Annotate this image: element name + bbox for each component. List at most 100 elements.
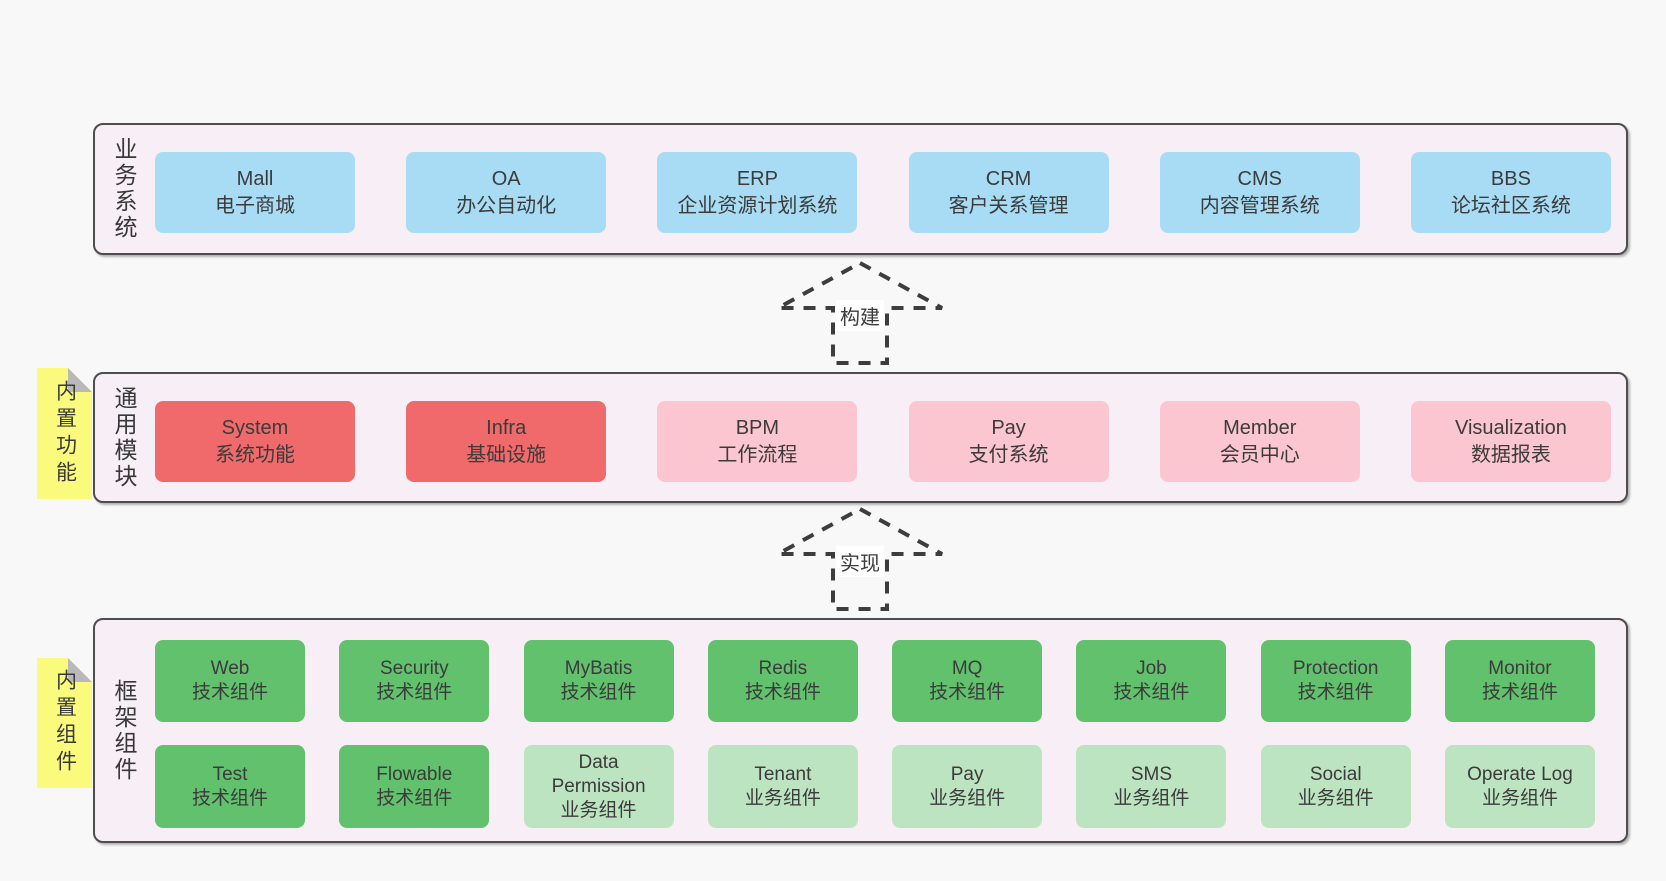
box-subtitle: 业务组件 bbox=[1481, 787, 1558, 809]
sticky-note-built-in-components: 内置组件 bbox=[37, 658, 92, 788]
box-subtitle: 技术组件 bbox=[744, 682, 821, 703]
box-subtitle: 技术组件 bbox=[1113, 682, 1190, 703]
sticky-note-built-in-features: 内置功能 bbox=[37, 368, 92, 499]
box-title: System bbox=[221, 416, 289, 439]
arrow-label: 构建 bbox=[836, 300, 884, 331]
box-title: BBS bbox=[1490, 167, 1531, 190]
box-title: Mall bbox=[236, 167, 274, 190]
box-subtitle: 业务组件 bbox=[744, 787, 821, 809]
box-monitor: Monitor 技术组件 bbox=[1444, 640, 1595, 722]
box-subtitle: 电子商城 bbox=[215, 194, 295, 217]
box-subtitle: 办公自动化 bbox=[456, 194, 557, 217]
box-bpm: BPM 工作流程 bbox=[657, 401, 858, 482]
sticky-note-label: 内置组件 bbox=[53, 669, 77, 777]
box-title: Job bbox=[1136, 658, 1167, 679]
box-subtitle: 会员中心 bbox=[1219, 443, 1300, 466]
box-pay: Pay 支付系统 bbox=[908, 401, 1109, 482]
box-mybatis: MyBatis 技术组件 bbox=[523, 640, 674, 722]
layer-label-text: 业务系统 bbox=[111, 137, 137, 241]
box-subtitle: 技术组件 bbox=[1481, 682, 1558, 703]
box-subtitle: 内容管理系统 bbox=[1199, 194, 1320, 217]
arrow-build: 构建 bbox=[770, 258, 950, 368]
box-web: Web 技术组件 bbox=[155, 640, 305, 722]
box-title: Redis bbox=[758, 658, 808, 679]
layer-label-text: 通用模块 bbox=[111, 385, 137, 490]
box-title: MQ bbox=[951, 658, 983, 679]
box-title: Member bbox=[1223, 416, 1297, 439]
box-erp: ERP 企业资源计划系统 bbox=[657, 152, 858, 233]
box-subtitle: 技术组件 bbox=[560, 682, 637, 703]
box-title: ERP bbox=[736, 167, 778, 190]
box-title: Web bbox=[210, 658, 250, 679]
box-subtitle: 系统功能 bbox=[215, 443, 295, 466]
layer-label: 通用模块 bbox=[95, 374, 153, 501]
box-title: Infra bbox=[486, 416, 527, 439]
box-cms: CMS 内容管理系统 bbox=[1159, 152, 1360, 233]
box-subtitle: 业务组件 bbox=[1297, 787, 1374, 809]
box-system: System 系统功能 bbox=[155, 401, 355, 482]
box-subtitle: 企业资源计划系统 bbox=[677, 194, 838, 217]
box-title: Data Permission bbox=[551, 751, 646, 797]
box-subtitle: 技术组件 bbox=[376, 682, 453, 703]
box-row: System 系统功能 Infra 基础设施 BPM 工作流程 Pay 支付系统 Member 会… bbox=[155, 401, 1611, 482]
box-protection: Protection 技术组件 bbox=[1260, 640, 1411, 722]
box-subtitle: 技术组件 bbox=[376, 787, 453, 809]
box-title: BPM bbox=[735, 416, 780, 439]
box-title: Pay bbox=[950, 763, 984, 785]
box-title: Test bbox=[212, 763, 248, 785]
arrow-label: 实现 bbox=[836, 546, 884, 577]
box-title: Social bbox=[1309, 763, 1362, 785]
layer-label: 框架组件 bbox=[95, 620, 153, 841]
box-title: CMS bbox=[1237, 167, 1282, 190]
box-subtitle: 业务组件 bbox=[560, 799, 637, 821]
box-subtitle: 支付系统 bbox=[968, 443, 1049, 466]
box-title: Security bbox=[379, 658, 449, 679]
box-visualization: Visualization 数据报表 bbox=[1410, 401, 1611, 482]
box-subtitle: 数据报表 bbox=[1470, 443, 1551, 466]
box-subtitle: 工作流程 bbox=[717, 443, 798, 466]
box-title: SMS bbox=[1130, 763, 1172, 785]
dashed-up-arrow-icon bbox=[777, 506, 943, 611]
box-oa: OA 办公自动化 bbox=[406, 152, 607, 233]
box-title: Protection bbox=[1292, 658, 1379, 679]
layer-label: 业务系统 bbox=[95, 125, 153, 253]
box-subtitle: 技术组件 bbox=[1297, 682, 1374, 703]
box-subtitle: 业务组件 bbox=[1113, 787, 1190, 809]
box-title: OA bbox=[491, 167, 521, 190]
layer-common-modules: 通用模块 System 系统功能 Infra 基础设施 BPM 工作流程 Pay 支付系统 Me… bbox=[93, 372, 1628, 503]
box-redis: Redis 技术组件 bbox=[707, 640, 858, 722]
box-title: Operate Log bbox=[1467, 763, 1573, 785]
box-member: Member 会员中心 bbox=[1159, 401, 1360, 482]
box-title: Flowable bbox=[376, 763, 453, 785]
box-title: Visualization bbox=[1454, 416, 1567, 439]
box-title: Pay bbox=[991, 416, 1026, 439]
box-title: MyBatis bbox=[564, 658, 633, 679]
box-subtitle: 业务组件 bbox=[929, 787, 1006, 809]
box-subtitle: 基础设施 bbox=[466, 443, 547, 466]
box-job: Job 技术组件 bbox=[1076, 640, 1227, 722]
box-subtitle: 技术组件 bbox=[191, 682, 268, 703]
box-title: CRM bbox=[985, 167, 1032, 190]
box-title: Tenant bbox=[754, 763, 812, 785]
box-security: Security 技术组件 bbox=[339, 640, 490, 722]
box-bbs: BBS 论坛社区系统 bbox=[1410, 152, 1611, 233]
box-title: Monitor bbox=[1488, 658, 1552, 679]
arrow-implement: 实现 bbox=[770, 504, 950, 614]
box-subtitle: 论坛社区系统 bbox=[1450, 194, 1571, 217]
